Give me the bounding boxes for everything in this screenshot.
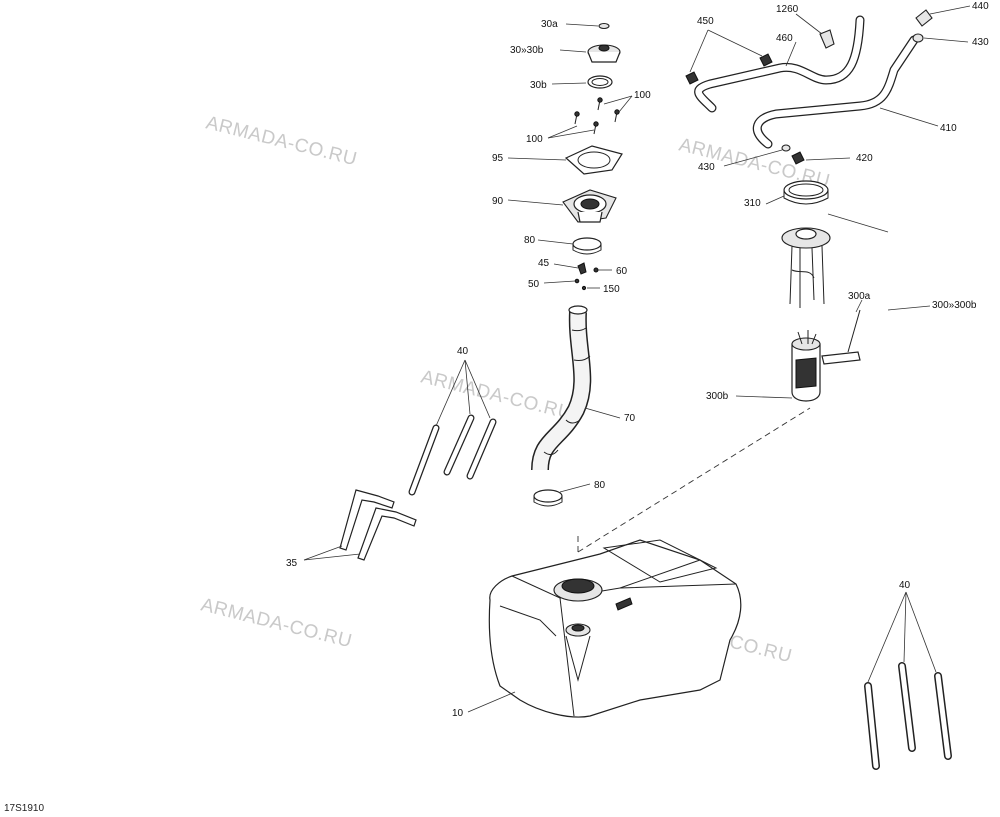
- label-30a: 30a: [541, 19, 558, 30]
- watermark-1: ARMADA-CO.RU: [204, 112, 359, 170]
- part-460-vent-hose: [694, 15, 865, 113]
- part-1260-clip: [795, 13, 835, 49]
- label-300x300b: 300»300b: [932, 300, 977, 311]
- part-450-clips: [685, 29, 773, 85]
- part-430-mid-fitting: [723, 144, 791, 167]
- label-310: 310: [744, 198, 761, 209]
- label-100-left: 100: [526, 134, 543, 145]
- label-410: 410: [940, 123, 957, 134]
- label-440: 440: [972, 1, 989, 12]
- label-95: 95: [492, 153, 504, 164]
- part-35-brackets: [303, 489, 417, 561]
- part-300x300b-callout: [887, 305, 931, 311]
- part-40-straps-left: [408, 359, 497, 496]
- part-40-straps-right: [864, 591, 952, 770]
- part-300a-level-sensor: [821, 299, 863, 365]
- label-80-top: 80: [524, 235, 536, 246]
- label-150: 150: [603, 284, 620, 295]
- part-410-vent-hose: [752, 35, 939, 149]
- label-420: 420: [856, 153, 873, 164]
- part-80-clamp-top: [537, 237, 602, 255]
- part-30b-gasket: [551, 75, 613, 89]
- label-80-bottom: 80: [594, 480, 606, 491]
- label-40-right: 40: [899, 580, 911, 591]
- label-35: 35: [286, 558, 298, 569]
- label-430-mid: 430: [698, 162, 715, 173]
- label-10: 10: [452, 708, 464, 719]
- label-450: 450: [697, 16, 714, 27]
- part-310-lock-ring: [765, 180, 829, 205]
- part-100-screws: [547, 95, 633, 139]
- label-1260: 1260: [776, 4, 799, 15]
- label-30b: 30b: [530, 80, 547, 91]
- part-45-60-50-150-clips: [543, 262, 612, 291]
- label-30x30b: 30»30b: [510, 45, 544, 56]
- callout-labels: 30a 30»30b 30b 100 100 95 90 80 45 60 50…: [286, 1, 989, 719]
- label-100-top: 100: [634, 90, 651, 101]
- label-300b: 300b: [706, 391, 729, 402]
- part-80-clamp-bottom: [533, 483, 591, 507]
- part-420-fitting: [791, 151, 851, 165]
- part-70-filler-hose: [531, 305, 621, 471]
- label-300a: 300a: [848, 291, 871, 302]
- label-430-top: 430: [972, 37, 989, 48]
- diagram-code: 17S1910: [4, 803, 44, 814]
- part-90-flange: [507, 189, 617, 223]
- label-60: 60: [616, 266, 628, 277]
- label-40-left: 40: [457, 346, 469, 357]
- label-45: 45: [538, 258, 550, 269]
- part-300b-pump-module: [735, 330, 821, 402]
- part-30-cap-assembly: [559, 44, 621, 63]
- dashed-assembly-line: [577, 407, 811, 553]
- part-30a-cap-vent: [565, 22, 610, 30]
- label-70: 70: [624, 413, 636, 424]
- watermark-4: ARMADA-CO.RU: [199, 594, 354, 652]
- label-50: 50: [528, 279, 540, 290]
- part-300-pump-flange: [781, 213, 889, 308]
- label-460: 460: [776, 33, 793, 44]
- part-95-flange-gasket: [507, 145, 623, 175]
- watermark-3: ARMADA-CO.RU: [419, 366, 574, 424]
- part-430-top-fitting: [912, 33, 969, 43]
- label-90: 90: [492, 196, 504, 207]
- part-10-fuel-tank: [467, 539, 742, 718]
- part-440-valve: [915, 5, 971, 27]
